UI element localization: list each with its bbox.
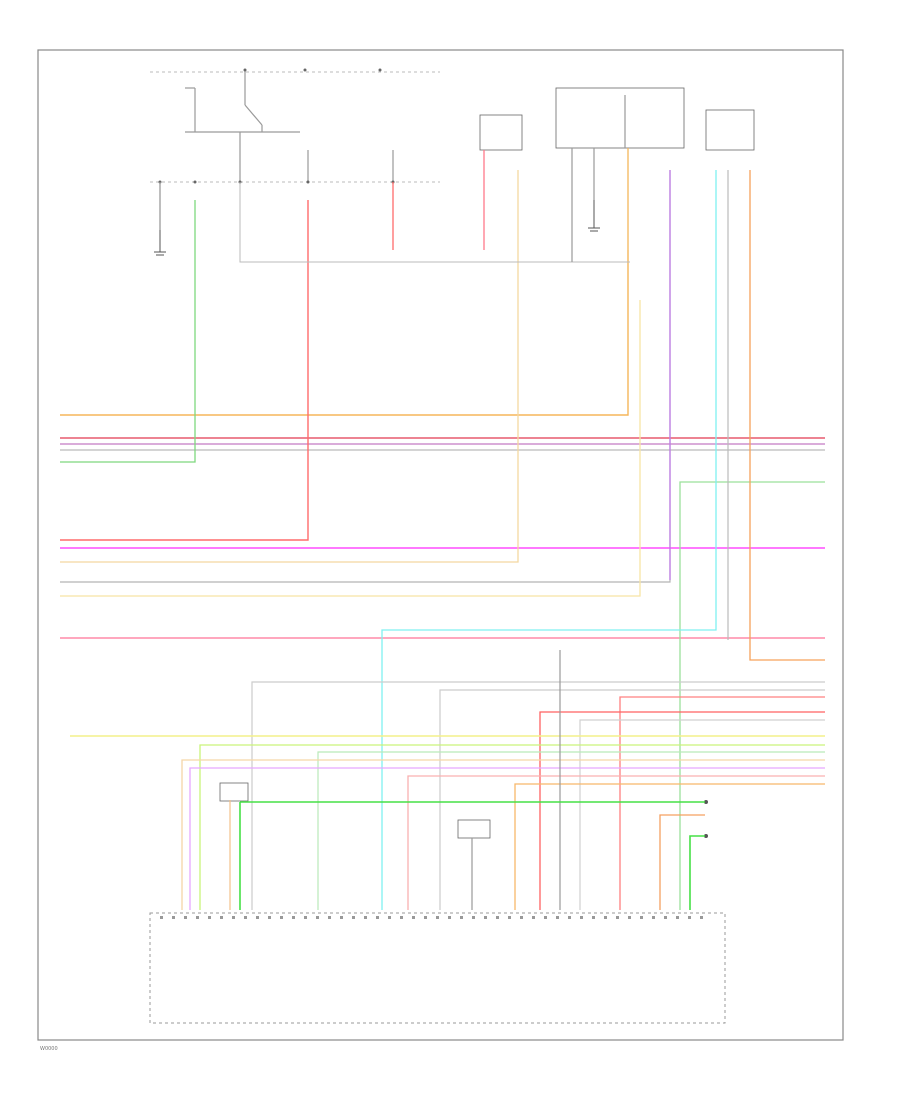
wire-pink-bus [619, 696, 825, 910]
module-box-2 [555, 87, 685, 149]
wire-orange-bus [514, 783, 825, 910]
module-box-1 [479, 114, 523, 151]
wire-orange-right [749, 170, 825, 661]
wire-gray-bus-3 [579, 719, 825, 910]
wire-cyan [381, 170, 717, 910]
module-box-3 [705, 109, 755, 151]
pcm-connector [149, 912, 726, 1024]
wire-orange-bottom [659, 814, 705, 910]
wire-pink-bus-2 [407, 775, 825, 910]
wire-green-right [679, 481, 825, 910]
sensor-box-mid [457, 819, 491, 839]
wire-gray-bus-1 [251, 681, 825, 910]
wire-yellow-1 [60, 300, 641, 597]
wire-tan [60, 170, 519, 563]
diagram-frame [37, 49, 844, 1041]
sensor-box-left [219, 782, 249, 802]
wire-green-strong [239, 801, 705, 910]
wire-orange [60, 250, 629, 416]
wire-gray-2 [60, 170, 671, 583]
figure-id: W0000 [40, 1046, 58, 1052]
wire-violet-bus [189, 767, 825, 910]
wire-tan-bus [181, 759, 825, 910]
wire-lightgreen-bus [317, 751, 825, 910]
wire-red-fuse [60, 200, 309, 541]
wire-gray-bus-2 [439, 689, 825, 910]
fuse-block-top [150, 68, 440, 184]
pcm-pin-row [160, 916, 703, 919]
ground-symbol [154, 200, 600, 256]
wire-lime-bus [199, 744, 825, 910]
wire-red-bus [539, 711, 825, 910]
wire-green-2 [689, 835, 705, 910]
wire-green-1 [60, 200, 196, 463]
ground-marker [704, 800, 708, 838]
